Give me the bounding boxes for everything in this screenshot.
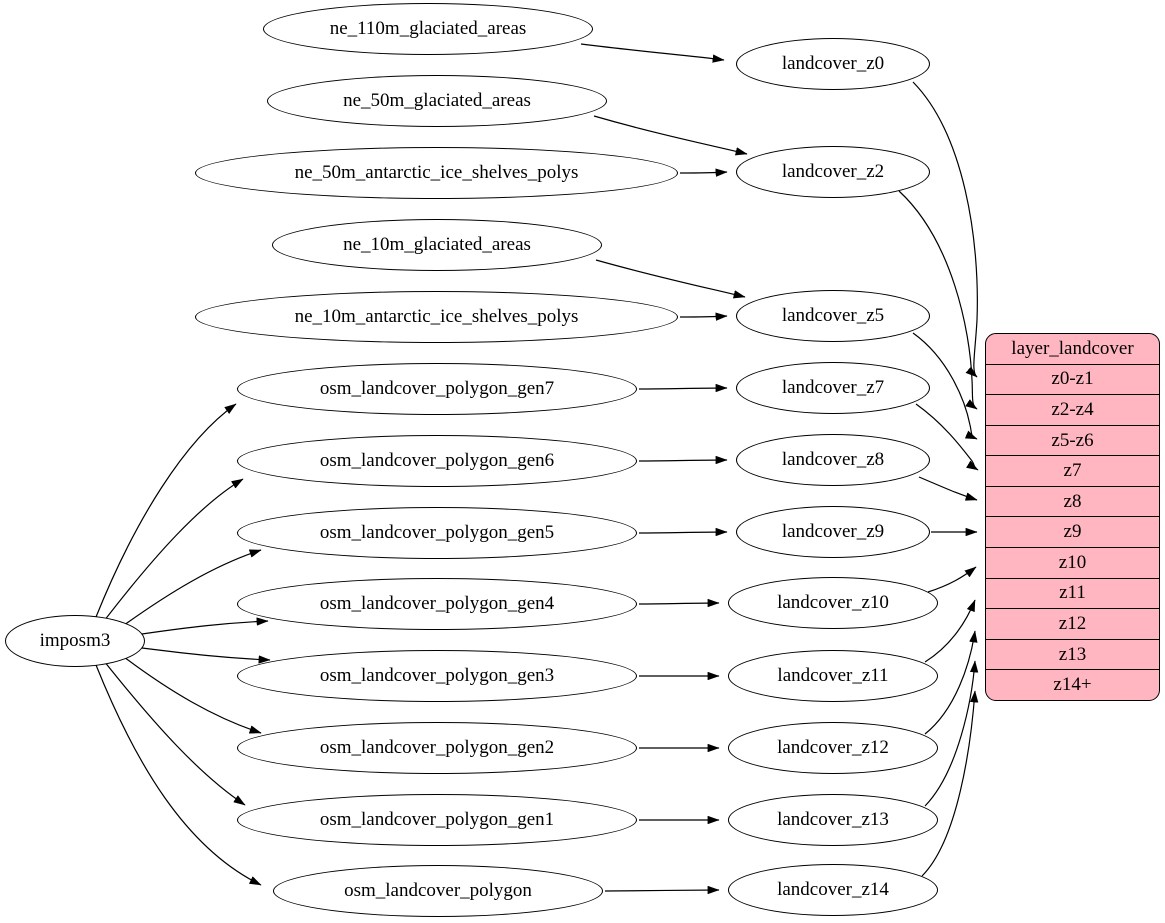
edge-z12-row-z12: [924, 630, 978, 735]
edge-imposm3-gen7: [95, 403, 237, 618]
edge-gen4-z10: [638, 598, 720, 608]
table-row-z8: z8: [986, 485, 1159, 517]
table-layer-landcover: layer_landcover z0-z1 z2-z4 z5-z6 z7 z8 …: [985, 333, 1160, 701]
edge-z11-row-z11: [924, 599, 976, 663]
table-row-z10: z10: [986, 547, 1159, 578]
node-landcover-z0: landcover_z0: [736, 38, 930, 90]
node-osm-landcover-polygon-gen6: osm_landcover_polygon_gen6: [237, 435, 637, 487]
table-row-z7: z7: [986, 455, 1159, 486]
node-landcover-z8: landcover_z8: [736, 434, 930, 486]
node-landcover-z14: landcover_z14: [728, 864, 938, 916]
node-ne-10m-antarctic-ice-shelves-polys: ne_10m_antarctic_ice_shelves_polys: [195, 291, 678, 343]
edge-ne50m-antarctic-z2: [679, 168, 728, 177]
edge-ne50m-glaciated-z2: [593, 115, 748, 156]
node-imposm3: imposm3: [5, 615, 145, 667]
edge-z10-row-z10: [927, 566, 977, 593]
node-ne-110m-glaciated-areas: ne_110m_glaciated_areas: [263, 3, 593, 55]
table-row-z14: z14+: [986, 669, 1159, 700]
edge-z8-row-z8: [918, 476, 978, 501]
node-osm-landcover-polygon-gen3: osm_landcover_polygon_gen3: [237, 650, 637, 702]
table-row-z2-z4: z2-z4: [986, 394, 1159, 425]
node-landcover-z2: landcover_z2: [736, 146, 930, 198]
node-landcover-z7: landcover_z7: [736, 362, 930, 414]
node-landcover-z13: landcover_z13: [728, 794, 938, 846]
node-landcover-z12: landcover_z12: [728, 722, 938, 774]
edge-z14-row-z14: [921, 690, 979, 877]
node-ne-50m-glaciated-areas: ne_50m_glaciated_areas: [267, 75, 607, 127]
node-landcover-z10: landcover_z10: [728, 577, 938, 629]
node-osm-landcover-polygon: osm_landcover_polygon: [273, 865, 603, 917]
node-osm-landcover-polygon-gen7: osm_landcover_polygon_gen7: [237, 363, 637, 415]
edge-imposm3-gen5: [119, 549, 262, 629]
table-row-z5-z6: z5-z6: [986, 424, 1159, 456]
edge-z7-row-z7: [915, 403, 979, 471]
node-landcover-z9: landcover_z9: [736, 506, 930, 558]
table-row-z11: z11: [986, 577, 1159, 609]
node-ne-10m-glaciated-areas: ne_10m_glaciated_areas: [272, 219, 602, 271]
node-ne-50m-antarctic-ice-shelves-polys: ne_50m_antarctic_ice_shelves_polys: [195, 147, 678, 199]
edge-imposm3-gen4: [141, 617, 269, 635]
node-landcover-z11: landcover_z11: [728, 650, 938, 702]
node-osm-landcover-polygon-gen5: osm_landcover_polygon_gen5: [237, 507, 637, 559]
edge-imposm3-gen6: [103, 478, 244, 622]
edge-z2-row-z2z4: [898, 190, 978, 410]
node-osm-landcover-polygon-gen2: osm_landcover_polygon_gen2: [237, 722, 637, 774]
node-osm-landcover-polygon-gen1: osm_landcover_polygon_gen1: [237, 794, 637, 846]
edge-imposm3-gen2: [119, 653, 262, 734]
table-row-z9: z9: [986, 516, 1159, 547]
table-row-z12: z12: [986, 608, 1159, 639]
edge-ne110m-glaciated-z0: [580, 43, 725, 63]
edge-gen6-z8: [638, 455, 728, 465]
edge-ne10m-antarctic-z5: [679, 312, 728, 321]
edge-polygon-z14: [604, 885, 720, 895]
edge-imposm3-gen3: [141, 647, 271, 664]
table-row-z13: z13: [986, 638, 1159, 670]
node-osm-landcover-polygon-gen4: osm_landcover_polygon_gen4: [237, 578, 637, 630]
edge-imposm3-gen1: [103, 660, 246, 806]
node-landcover-z5: landcover_z5: [736, 290, 930, 342]
edge-ne10m-glaciated-z5: [595, 259, 746, 299]
edge-z5-row-z5z6: [912, 332, 978, 440]
table-title: layer_landcover: [1011, 337, 1134, 359]
edge-z0-row-z0z1: [912, 81, 978, 378]
edge-imposm3-polygon: [95, 664, 262, 886]
table-row-z0-z1: z0-z1: [986, 363, 1159, 395]
edge-gen7-z7: [638, 383, 728, 393]
edge-gen5-z9: [638, 527, 728, 537]
edge-z13-row-z13: [924, 660, 979, 807]
